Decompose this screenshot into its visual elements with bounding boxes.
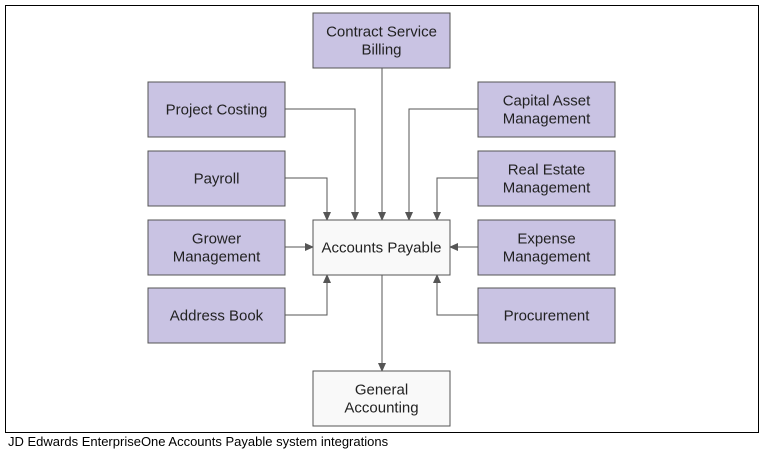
node-label-procure: Procurement [504, 308, 591, 325]
node-label-ga: General [355, 382, 408, 399]
figure-caption: JD Edwards EnterpriseOne Accounts Payabl… [8, 434, 389, 449]
node-box-project [147, 81, 286, 138]
node-label-capital: Capital Asset [503, 93, 591, 110]
node-label-project: Project Costing [166, 102, 268, 119]
node-box-address [147, 287, 286, 344]
node-label-capital: Management [503, 111, 591, 128]
edge-realestate-to-ap [433, 177, 478, 221]
edge-payroll-to-ap [285, 177, 331, 221]
node-box-payroll [147, 150, 286, 207]
node-label-grower: Grower [192, 231, 241, 248]
node-box-procure [477, 287, 616, 344]
node-label-realestate: Management [503, 180, 591, 197]
node-label-expense: Expense [517, 231, 575, 248]
node-box-ga [312, 370, 451, 427]
node-box-contract [312, 12, 451, 69]
node-box-grower [147, 219, 286, 276]
node-address: Address Book [147, 287, 286, 344]
node-label-ap: Accounts Payable [321, 240, 441, 257]
node-label-payroll: Payroll [194, 171, 240, 188]
edge-capital-to-ap [405, 108, 478, 221]
node-project: Project Costing [147, 81, 286, 138]
node-label-address: Address Book [170, 308, 264, 325]
node-label-realestate: Real Estate [508, 162, 586, 179]
edge-project-to-ap [285, 108, 359, 221]
node-payroll: Payroll [147, 150, 286, 207]
edge-procure-to-ap [433, 274, 478, 316]
node-box-realestate [477, 150, 616, 207]
diagram-frame [5, 5, 759, 433]
node-box-capital [477, 81, 616, 138]
node-label-expense: Management [503, 249, 591, 266]
edge-address-to-ap [285, 274, 331, 316]
node-procure: Procurement [477, 287, 616, 344]
node-box-ap [312, 219, 451, 276]
node-label-contract: Billing [361, 42, 401, 59]
node-label-ga: Accounting [344, 400, 418, 417]
node-box-expense [477, 219, 616, 276]
node-label-contract: Contract Service [326, 24, 437, 41]
node-ap: Accounts Payable [312, 219, 451, 276]
node-label-grower: Management [173, 249, 261, 266]
